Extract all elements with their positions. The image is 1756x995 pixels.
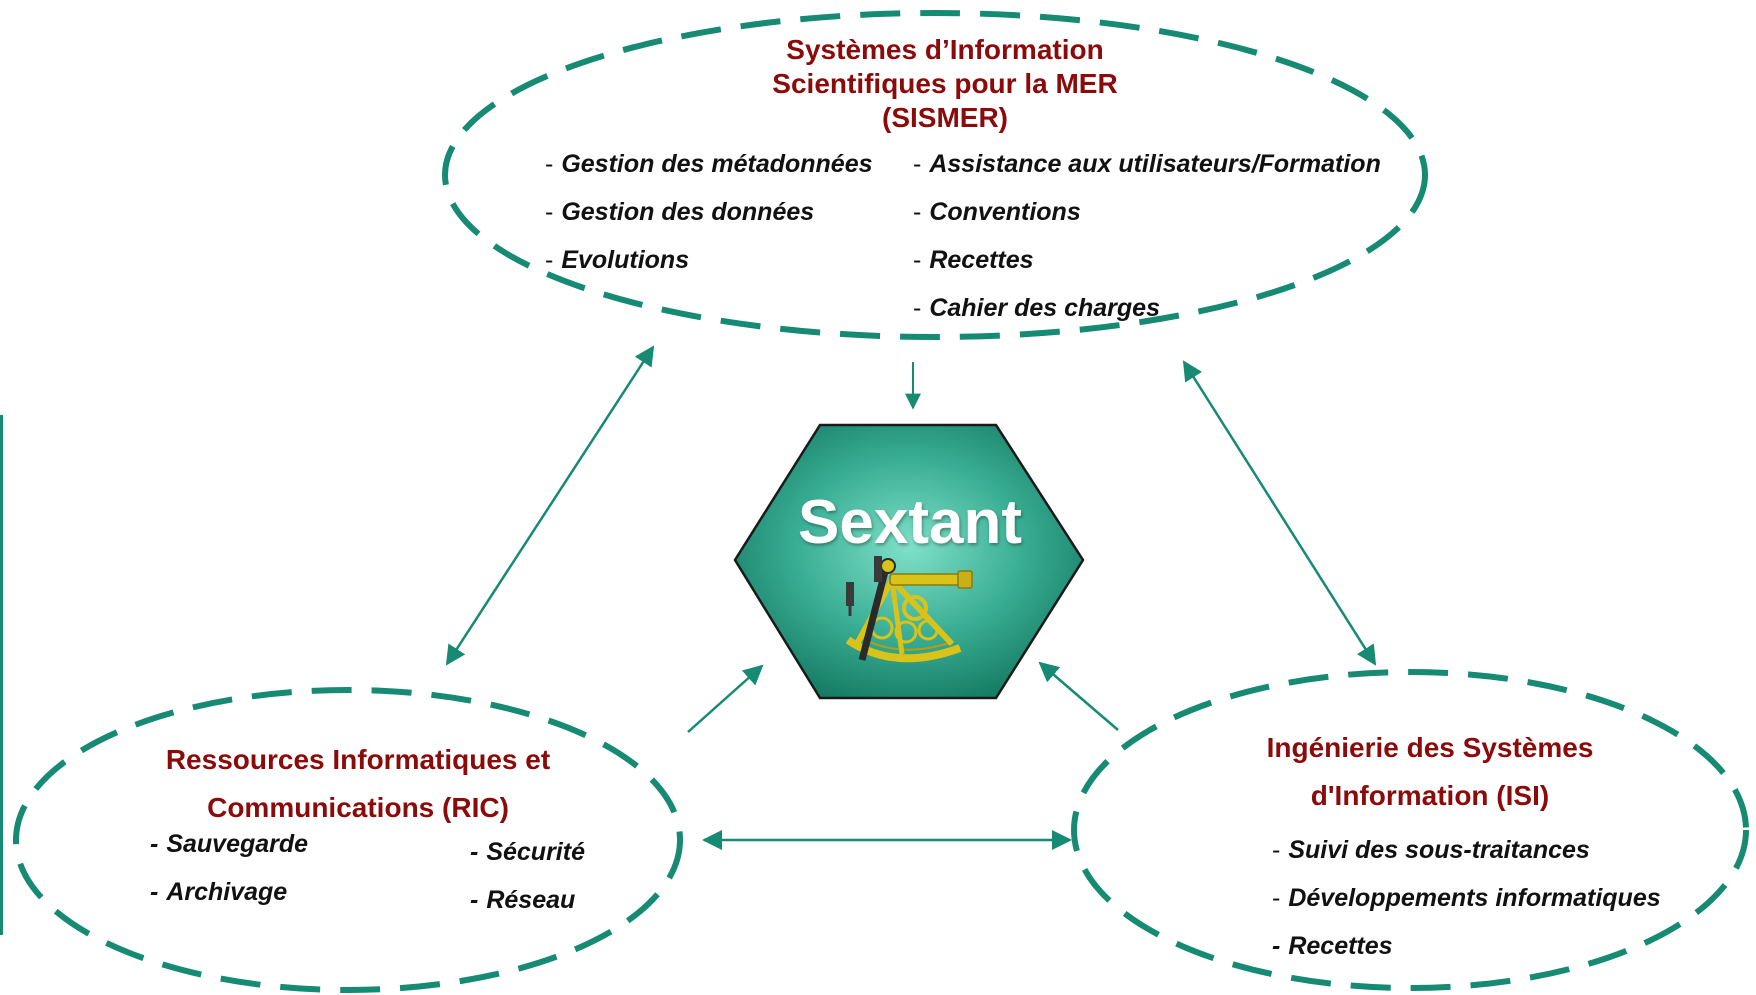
ric-item: -Archivage: [150, 878, 288, 906]
ric-title: Ressources Informatiques et Communicatio…: [108, 736, 608, 831]
isi-title-line-2: d'Information (ISI): [1310, 779, 1550, 811]
sextant-icon: [845, 556, 973, 663]
sismer-title-line-3: (SISMER): [882, 102, 1008, 134]
ric-item: -Sécurité: [470, 838, 585, 866]
ric-item: -Réseau: [470, 886, 576, 914]
isi-title: Ingénierie des Systèmes d'Information (I…: [1180, 724, 1680, 819]
sextant-label: Sextant: [798, 488, 1022, 557]
sismer-item: -Conventions: [913, 198, 1081, 226]
isi-item: -Développements informatiques: [1272, 884, 1661, 912]
sismer-title-line-1: Systèmes d’Information: [786, 34, 1104, 65]
sismer-ellipse: [442, 10, 1428, 340]
ric-title-line-1: Ressources Informatiques et: [165, 744, 551, 775]
isi-ellipse: [1071, 669, 1749, 991]
sismer-item: -Recettes: [913, 246, 1034, 274]
isi-item: -Suivi des sous-traitances: [1272, 836, 1590, 864]
arrow-ric-to-sextant: [687, 664, 764, 733]
arrow-isi-to-sextant: [1038, 661, 1119, 731]
sismer-title: Systèmes d’Information Scientifiques pou…: [635, 33, 1255, 135]
ric-item: -Sauvegarde: [150, 830, 309, 858]
left-edge-bar: [0, 415, 3, 935]
sismer-title-line-2: Scientifiques pour la MER: [772, 68, 1118, 100]
arrow-sismer-isi: [1182, 360, 1377, 666]
isi-item: -Recettes: [1272, 932, 1393, 960]
sextant-hexagon: [733, 423, 1085, 700]
sismer-item: -Gestion des données: [545, 198, 815, 226]
ric-ellipse: [13, 687, 683, 993]
isi-title-line-1: Ingénierie des Systèmes: [1266, 732, 1594, 763]
sismer-item: -Cahier des charges: [913, 294, 1160, 322]
ric-title-line-2: Communications (RIC): [207, 791, 509, 823]
sismer-item: -Evolutions: [545, 246, 690, 274]
sismer-item: -Gestion des métadonnées: [545, 150, 873, 178]
sismer-item: -Assistance aux utilisateurs/Formation: [913, 150, 1381, 178]
arrow-sismer-ric: [445, 345, 655, 666]
